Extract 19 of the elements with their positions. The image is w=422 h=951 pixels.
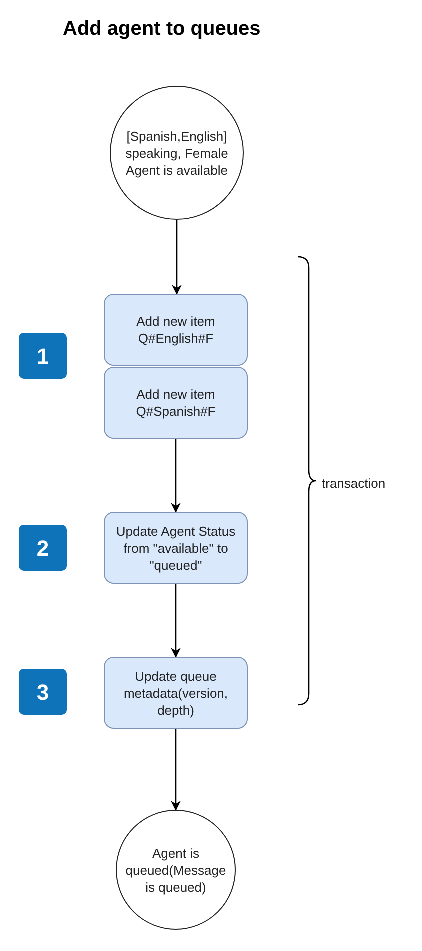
node-text: Agent is queued(Message is queued) (125, 844, 227, 896)
node-text: [Spanish,English] speaking, Female Agent is available (124, 128, 230, 178)
node-text: Update queue metadata(version, depth) (122, 668, 230, 718)
process-box (104, 294, 248, 366)
process-box (104, 367, 248, 439)
arrow (171, 584, 181, 658)
node-text: Add new item Q#Spanish#F (135, 386, 217, 420)
node-text: Update Agent Status from "available" to "queued" (115, 522, 237, 574)
diagram-title: Add agent to queues (63, 17, 261, 42)
process-box (104, 512, 248, 584)
step-number: 2 (19, 525, 67, 571)
step-number: 1 (19, 333, 67, 379)
arrow (171, 729, 181, 811)
process-box (104, 657, 248, 729)
arrow (171, 439, 181, 513)
brace-label: transaction (322, 475, 386, 493)
node-text: Add new item Q#English#F (136, 313, 216, 347)
step-number: 3 (19, 669, 67, 715)
arrow (172, 220, 182, 295)
